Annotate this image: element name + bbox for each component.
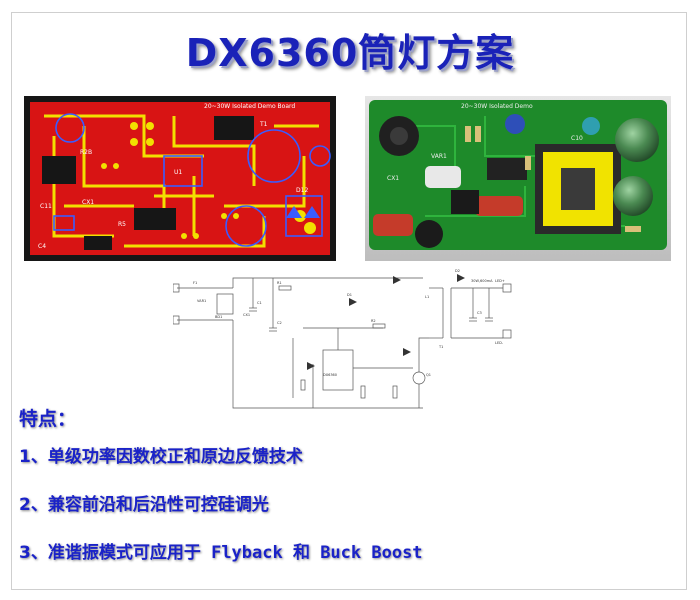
feature-text: 兼容前沿和后沿性可控硅调光	[47, 495, 269, 515]
pcb-layout-label: R5	[118, 221, 126, 228]
schematic-label: L1	[425, 295, 429, 299]
schematic-label: CX1	[243, 313, 250, 317]
pcb-layout-label: C11	[40, 203, 52, 210]
pcb-layout-drawing: 20~30W Isolated Demo Board R2B C11 CX1 U…	[24, 96, 336, 261]
schematic-label: DX6360	[323, 373, 337, 377]
schematic-label: T1	[438, 345, 443, 349]
pcb-layout-label: CX1	[82, 199, 94, 206]
pcb-layout-image: 20~30W Isolated Demo Board R2B C11 CX1 U…	[24, 96, 336, 261]
pcb-layout-label: R2B	[80, 149, 92, 156]
schematic-label: R1	[277, 281, 282, 285]
schematic-label: 30W,600mA	[471, 279, 493, 283]
schematic-label: C3	[477, 311, 482, 315]
schematic-label: C1	[257, 301, 262, 305]
pcb-layout-board-label: 20~30W Isolated Demo Board	[204, 103, 295, 110]
schematic-label: LED-	[495, 341, 504, 345]
feature-item-1: 1、单级功率因数校正和原边反馈技术	[19, 442, 303, 467]
feature-text: 准谐振模式可应用于	[47, 543, 201, 563]
schematic-label: VAR1	[197, 299, 206, 303]
schematic-label: Q1	[426, 373, 431, 377]
feature-number: 2、	[19, 495, 48, 515]
feature-item-2: 2、兼容前沿和后沿性可控硅调光	[19, 490, 269, 515]
page-frame	[11, 12, 687, 590]
schematic-label: BD1	[215, 315, 222, 319]
schematic-label: C2	[277, 321, 282, 325]
schematic-label: D2	[455, 269, 460, 273]
feature-number: 3、	[19, 543, 48, 563]
pcb-layout-label: T1	[259, 121, 268, 128]
feature-number: 1、	[19, 447, 48, 467]
schematic-drawing: F1 BD1 CX1 DX6360 T1 Q1 VAR1 C1 C2 C3 D1…	[172, 268, 521, 416]
pcb-photo-label: CX1	[387, 175, 399, 182]
schematic-label: D1	[347, 293, 352, 297]
schematic-label: LED+	[495, 279, 505, 283]
pcb-photo-label: VAR1	[431, 153, 447, 160]
page-title: DX6360筒灯方案	[185, 31, 515, 75]
schematic-label: F1	[193, 281, 197, 285]
pcb-layout-label: C4	[38, 243, 46, 250]
schematic-label: R2	[371, 319, 376, 323]
pcb-layout-label: U1	[174, 169, 182, 176]
pcb-photo-label: C10	[571, 135, 583, 142]
features-heading: 特点：	[19, 408, 77, 430]
pcb-layout-label: D12	[296, 187, 308, 194]
pcb-photo-drawing: 20~30W Isolated Demo C10 VAR1 CX1	[365, 96, 671, 261]
pcb-photo-board-label: 20~30W Isolated Demo	[461, 103, 533, 110]
feature-text-topologies: Flyback 和 Buck Boost	[200, 543, 423, 563]
circuit-schematic: F1 BD1 CX1 DX6360 T1 Q1 VAR1 C1 C2 C3 D1…	[172, 268, 521, 416]
feature-item-3: 3、准谐振模式可应用于 Flyback 和 Buck Boost	[19, 538, 423, 563]
feature-text: 单级功率因数校正和原边反馈技术	[47, 447, 303, 467]
pcb-photo-image: 20~30W Isolated Demo C10 VAR1 CX1	[365, 96, 671, 261]
